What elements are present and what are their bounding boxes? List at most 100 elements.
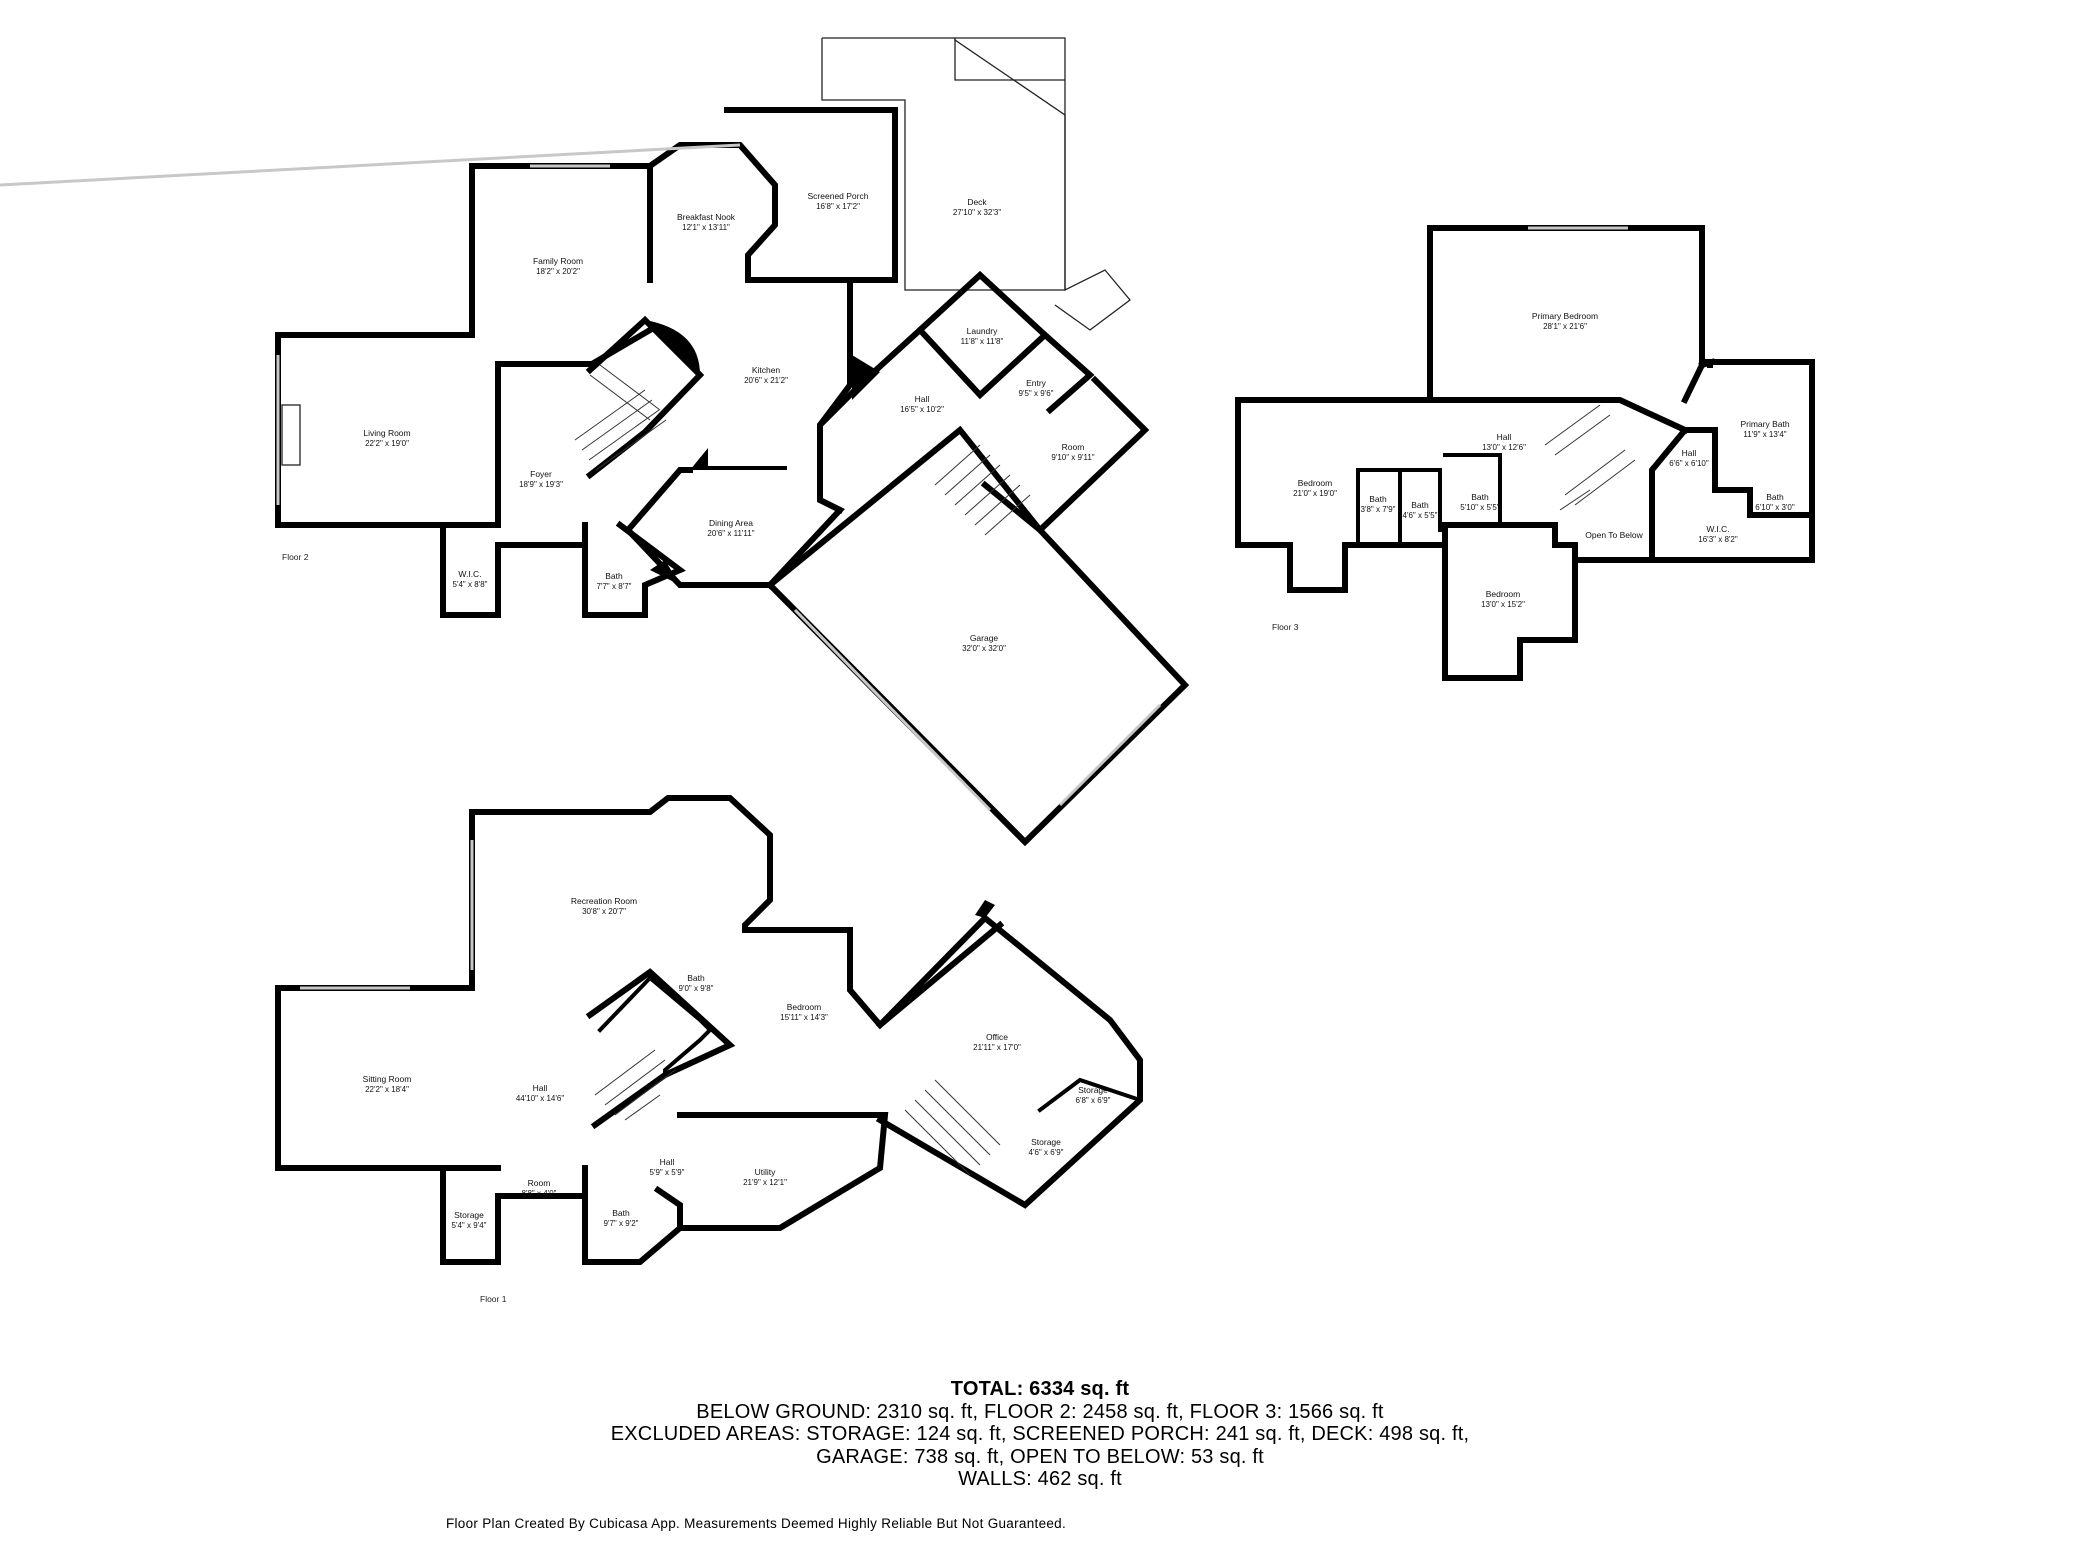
hall-f1-stair-walls bbox=[585, 968, 736, 1130]
room-name: Foyer bbox=[530, 469, 552, 479]
room-dims: 16'8" x 17'2" bbox=[816, 202, 860, 211]
bath-5-walls bbox=[1443, 453, 1502, 527]
primary-bath-box bbox=[1707, 359, 1815, 523]
room-name: Bedroom bbox=[1298, 478, 1333, 488]
room-dims: 27'10" x 32'3" bbox=[953, 208, 1001, 217]
room-dims: 13'0" x 12'6" bbox=[1482, 443, 1526, 452]
deck-outline bbox=[821, 37, 1066, 291]
room-dims: 8'8" x 4'0" bbox=[522, 1189, 557, 1198]
room-dims: 5'9" x 5'9" bbox=[650, 1168, 685, 1177]
room-name: Hall bbox=[533, 1083, 548, 1093]
room-dims: 6'8" x 6'9" bbox=[1076, 1096, 1111, 1105]
room-name: Open To Below bbox=[1585, 530, 1643, 540]
room-dims: 4'6" x 6'9" bbox=[1029, 1148, 1064, 1157]
room-name: Deck bbox=[967, 197, 987, 207]
room-name: Hall bbox=[1682, 448, 1697, 458]
room-name: Primary Bedroom bbox=[1532, 311, 1598, 321]
room-name: Utility bbox=[755, 1167, 777, 1177]
upper-stair bbox=[1544, 404, 1636, 511]
room-walls bbox=[980, 375, 1150, 534]
total-area: TOTAL: 6334 sq. ft bbox=[950, 1378, 1130, 1400]
room-name: Breakfast Nook bbox=[677, 212, 736, 222]
room-name: Living Room bbox=[363, 428, 410, 438]
floor-2-labels: Family Room 18'2" x 20'2" Breakfast Nook… bbox=[282, 191, 1095, 653]
floor-label: Floor 3 bbox=[1272, 622, 1299, 632]
room-name: Storage bbox=[1078, 1085, 1108, 1095]
fireplace bbox=[281, 404, 301, 466]
area-breakdown-1: BELOW GROUND: 2310 sq. ft, FLOOR 2: 2458… bbox=[696, 1400, 1384, 1423]
room-dims: 5'10" x 5'5" bbox=[1460, 503, 1500, 512]
room-dims: 9'7" x 9'2" bbox=[604, 1219, 639, 1228]
room-name: Storage bbox=[1031, 1137, 1061, 1147]
hall-3-walls bbox=[1427, 397, 1689, 434]
room-dims: 20'6" x 21'2" bbox=[744, 376, 788, 385]
left-bedroom-walls bbox=[1235, 397, 1655, 593]
room-name: Primary Bath bbox=[1740, 419, 1789, 429]
room-dims: 5'4" x 8'8" bbox=[453, 580, 488, 589]
room-name: Bedroom bbox=[787, 1002, 822, 1012]
bath-3-walls bbox=[1356, 468, 1402, 547]
breakfast-nook-walls bbox=[645, 142, 898, 283]
room-dims: 21'9" x 12'1" bbox=[743, 1178, 787, 1187]
room-dims: 11'9" x 13'4" bbox=[1743, 430, 1786, 439]
room-name: Bath bbox=[1766, 492, 1784, 502]
room-dims: 28'1" x 21'6" bbox=[1543, 322, 1587, 331]
room-name: Hall bbox=[915, 394, 930, 404]
room-name: Sitting Room bbox=[363, 1074, 412, 1084]
room-dims: 9'10" x 9'11" bbox=[1051, 453, 1094, 462]
room-dims: 20'6" x 11'11" bbox=[707, 529, 754, 538]
area-breakdown-2: EXCLUDED AREAS: STORAGE: 124 sq. ft, SCR… bbox=[610, 1423, 1470, 1445]
room-dims: 22'2" x 18'4" bbox=[365, 1085, 409, 1094]
room-dims: 3'8" x 7'9" bbox=[1361, 505, 1396, 514]
room-dims: 16'3" x 8'2" bbox=[1698, 535, 1738, 544]
room-name: Bath bbox=[1411, 500, 1429, 510]
primary-bedroom-walls bbox=[1427, 225, 1705, 405]
room-name: Bath bbox=[612, 1208, 630, 1218]
area-breakdown-4: WALLS: 462 sq. ft bbox=[958, 1468, 1122, 1490]
room-dims: 9'0" x 9'8" bbox=[679, 984, 714, 993]
room-name: Recreation Room bbox=[571, 896, 637, 906]
room-name: Bath bbox=[687, 973, 705, 983]
room-dims: 6'10" x 3'0" bbox=[1755, 503, 1795, 512]
deck-outline-2 bbox=[954, 38, 1131, 331]
room-name: Hall bbox=[1497, 432, 1512, 442]
room-name: Dining Area bbox=[709, 518, 753, 528]
room-name: Kitchen bbox=[752, 365, 781, 375]
room-dims: 30'8" x 20'7" bbox=[582, 907, 626, 916]
living-room-walls bbox=[275, 325, 655, 528]
room-dims: 44'10" x 14'6" bbox=[516, 1094, 564, 1103]
room-name: Family Room bbox=[533, 256, 583, 266]
storage-office-walls bbox=[1037, 1077, 1143, 1113]
bath-4-walls bbox=[1398, 468, 1442, 532]
utility-walls bbox=[677, 1112, 889, 1231]
room-name: Screened Porch bbox=[808, 191, 869, 201]
entry-walls bbox=[1040, 330, 1095, 415]
room-dims: 15'11" x 14'3" bbox=[780, 1013, 828, 1022]
room-dims: 12'1" x 13'11" bbox=[682, 223, 730, 232]
room-dims: 7'7" x 8'7" bbox=[597, 582, 632, 591]
room-dims: 9'5" x 9'6" bbox=[1019, 389, 1054, 398]
garage-walls bbox=[765, 425, 1190, 847]
floor-label: Floor 1 bbox=[480, 1294, 507, 1304]
room-name: W.I.C. bbox=[458, 569, 481, 579]
room-dims: 16'5" x 10'2" bbox=[900, 405, 944, 414]
floor-2-plan bbox=[0, 37, 1190, 847]
room-name: Laundry bbox=[967, 326, 998, 336]
lower-stair bbox=[594, 1049, 1001, 1176]
room-name: Bath bbox=[1471, 492, 1489, 502]
screened-porch-walls bbox=[724, 107, 898, 283]
office-walls bbox=[875, 913, 1143, 1209]
room-dims: 21'11" x 17'0" bbox=[973, 1043, 1021, 1052]
room-name: Entry bbox=[1026, 378, 1047, 388]
room-dims: 18'2" x 20'2" bbox=[536, 267, 580, 276]
room-dims: 32'0" x 32'0" bbox=[962, 644, 1006, 653]
room-name: Bath bbox=[605, 571, 623, 581]
room-name: Office bbox=[986, 1032, 1008, 1042]
floor-3-labels: Primary Bedroom 28'1" x 21'6" Primary Ba… bbox=[1272, 311, 1795, 632]
room-name: Storage bbox=[454, 1210, 484, 1220]
credit-note: Floor Plan Created By Cubicasa App. Meas… bbox=[445, 1516, 1067, 1531]
room-dims: 5'4" x 9'4" bbox=[452, 1221, 487, 1230]
room-name: Garage bbox=[970, 633, 999, 643]
family-room-walls bbox=[469, 163, 653, 338]
